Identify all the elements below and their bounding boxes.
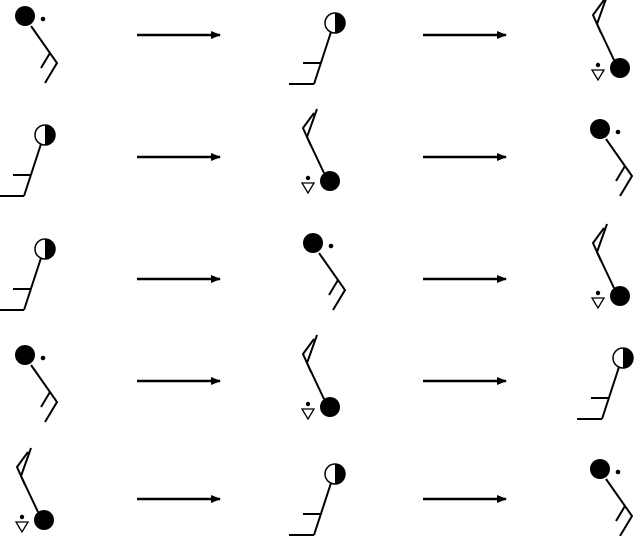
transition-row: [14, 447, 634, 536]
shower-triangle-icon: [590, 297, 606, 310]
shower-triangle-icon: [300, 408, 316, 421]
wind-shaft: [23, 143, 42, 197]
transition-row: [0, 223, 630, 311]
filled-circle-icon: [303, 233, 323, 253]
station-symbol-overcast-rain-shower-station: [300, 334, 340, 421]
wind-shaft: [601, 366, 620, 420]
station-symbol-half-cloud-cover-station: [289, 463, 346, 536]
filled-circle-icon: [320, 397, 340, 417]
half-fill: [623, 348, 633, 368]
transition-row: [15, 334, 634, 423]
half-fill: [45, 239, 55, 259]
station-symbol-half-cloud-cover-station: [577, 347, 634, 420]
filled-circle-icon: [590, 119, 610, 139]
drizzle-dot-icon: [615, 469, 621, 475]
wind-shaft: [605, 478, 634, 536]
filled-circle-icon: [34, 510, 54, 530]
filled-circle-icon: [320, 171, 340, 191]
shower-triangle-icon: [590, 69, 606, 82]
station-symbol-half-cloud-cover-station: [289, 12, 346, 85]
drizzle-dot-icon: [328, 243, 334, 249]
station-symbol-overcast-rain-shower-station: [14, 447, 54, 534]
wind-barb: [615, 505, 626, 522]
shower-dot-icon: [595, 290, 601, 296]
wind-shaft: [30, 364, 59, 423]
shower-dot-icon: [305, 401, 311, 407]
wind-barb: [40, 391, 51, 408]
shower-dot-icon: [305, 175, 311, 181]
station-symbol-half-cloud-cover-station: [0, 238, 56, 311]
filled-circle-icon: [590, 459, 610, 479]
wind-shaft: [605, 138, 634, 197]
transition-row: [0, 108, 634, 197]
shower-triangle-icon: [300, 182, 316, 195]
filled-circle-icon: [610, 286, 630, 306]
station-symbol-overcast-rain-drizzle-station: [15, 345, 59, 423]
half-fill: [45, 125, 55, 145]
wind-barb: [615, 165, 626, 182]
wind-shaft: [313, 482, 332, 536]
station-symbol-overcast-rain-shower-station: [590, 223, 630, 310]
half-fill: [335, 13, 345, 33]
station-symbol-overcast-rain-drizzle-station: [303, 233, 347, 311]
wind-barb: [301, 112, 315, 147]
filled-circle-icon: [15, 345, 35, 365]
drizzle-dot-icon: [40, 16, 46, 22]
station-symbol-overcast-rain-shower-station: [300, 108, 340, 195]
station-symbol-overcast-rain-drizzle-station: [15, 6, 59, 84]
filled-circle-icon: [15, 6, 35, 26]
wind-shaft: [313, 31, 332, 85]
shower-triangle-icon: [14, 521, 30, 534]
wind-barb: [591, 227, 605, 262]
station-symbol-overcast-rain-drizzle-station: [590, 459, 634, 536]
drizzle-dot-icon: [40, 355, 46, 361]
half-fill: [335, 464, 345, 484]
drizzle-dot-icon: [615, 129, 621, 135]
wind-barb: [591, 0, 605, 34]
station-symbol-overcast-rain-drizzle-station: [590, 119, 634, 197]
wind-barb: [301, 338, 315, 373]
wind-barb: [15, 451, 29, 486]
wind-barb: [328, 279, 339, 296]
wind-shaft: [23, 257, 42, 311]
station-symbol-half-cloud-cover-station: [0, 124, 56, 197]
wind-shaft: [30, 25, 59, 84]
station-symbol-overcast-rain-shower-station: [590, 0, 630, 82]
wind-shaft: [318, 252, 347, 311]
shower-dot-icon: [595, 62, 601, 68]
shower-dot-icon: [19, 514, 25, 520]
filled-circle-icon: [610, 58, 630, 78]
wind-barb: [40, 52, 51, 69]
transition-row: [15, 0, 630, 85]
